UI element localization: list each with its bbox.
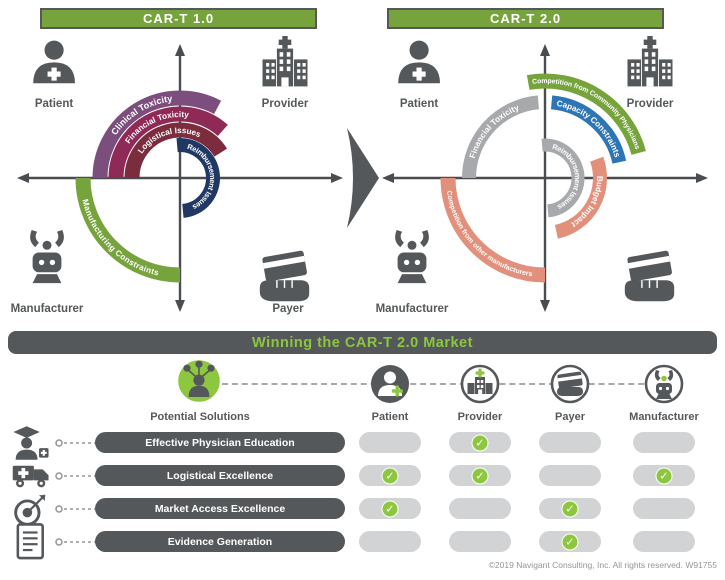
row-connector bbox=[55, 439, 96, 447]
cart2-quadrant-diagram: Competition from other manufacturers Com… bbox=[376, 36, 708, 315]
patient-label: Patient bbox=[35, 98, 74, 110]
arrow-right-icon bbox=[347, 128, 379, 228]
solution-row-label: Market Access Excellence bbox=[95, 498, 345, 519]
matrix-cell: ✓ bbox=[539, 531, 601, 552]
column-label-patient: Patient bbox=[371, 411, 409, 423]
arc-financial-toxicity bbox=[462, 95, 540, 179]
arc-budget-impact bbox=[554, 156, 607, 239]
cart2-title: CAR-T 2.0 bbox=[489, 11, 562, 26]
patient-icon bbox=[33, 40, 75, 84]
provider-label: Provider bbox=[262, 98, 309, 110]
manufacturer-column-icon bbox=[644, 364, 684, 404]
matrix-cell: ✓ bbox=[359, 465, 421, 486]
cart1-title: CAR-T 1.0 bbox=[142, 11, 215, 26]
matrix-cell bbox=[633, 531, 695, 552]
manufacturer-icon bbox=[30, 230, 64, 284]
provider-column-icon bbox=[460, 364, 500, 404]
matrix-cell bbox=[539, 432, 601, 453]
row-connector bbox=[55, 472, 96, 480]
cart2-axis-arrowheads bbox=[382, 44, 708, 312]
manufacturer-icon bbox=[395, 230, 429, 284]
arc-logistical-issues bbox=[124, 122, 228, 179]
arc-reimbursement-issues bbox=[176, 138, 220, 218]
arc-competition-community-physicians bbox=[526, 73, 646, 156]
payer-icon bbox=[624, 250, 675, 302]
arc-label: Manufacturing Constraints bbox=[81, 198, 160, 277]
payer-icon bbox=[259, 250, 310, 302]
banner-title: Winning the CAR-T 2.0 Market bbox=[252, 334, 473, 351]
check-icon: ✓ bbox=[655, 467, 673, 484]
physician-education-icon bbox=[13, 426, 49, 460]
transition-arrow bbox=[346, 126, 380, 230]
copyright-footer: ©2019 Navigant Consulting, Inc. All righ… bbox=[488, 560, 717, 570]
matrix-cell bbox=[539, 465, 601, 486]
potential-solutions-icon bbox=[175, 357, 223, 405]
matrix-cell bbox=[633, 498, 695, 519]
patient-icon bbox=[398, 40, 440, 84]
matrix-cell bbox=[449, 498, 511, 519]
matrix-cell bbox=[449, 531, 511, 552]
solution-row-label: Evidence Generation bbox=[95, 531, 345, 552]
matrix-cell bbox=[633, 432, 695, 453]
row-connector bbox=[55, 505, 96, 513]
check-icon: ✓ bbox=[471, 434, 489, 451]
market-target-icon bbox=[14, 494, 46, 526]
provider-label: Provider bbox=[627, 98, 674, 110]
provider-icon bbox=[627, 36, 673, 87]
solution-row-label: Logistical Excellence bbox=[95, 465, 345, 486]
arc-competition-other-manufacturers bbox=[440, 177, 546, 283]
cart1-quadrant-diagram: Manufacturing Constraints Clinical Toxic… bbox=[11, 36, 343, 315]
logistics-truck-icon bbox=[12, 465, 49, 488]
column-label-provider: Provider bbox=[457, 411, 503, 423]
check-icon: ✓ bbox=[561, 500, 579, 517]
evidence-document-icon bbox=[16, 523, 44, 560]
check-icon: ✓ bbox=[561, 533, 579, 550]
cart2-header: CAR-T 2.0 bbox=[387, 8, 664, 29]
check-icon: ✓ bbox=[471, 467, 489, 484]
column-label-payer: Payer bbox=[555, 411, 585, 423]
patient-column-icon bbox=[371, 365, 409, 403]
matrix-cell: ✓ bbox=[449, 465, 511, 486]
arc-manufacturing-constraints bbox=[75, 177, 181, 283]
matrix-cell: ✓ bbox=[359, 498, 421, 519]
provider-icon bbox=[262, 36, 308, 87]
cart1-header: CAR-T 1.0 bbox=[40, 8, 317, 29]
matrix-cell bbox=[359, 432, 421, 453]
solutions-connector-line bbox=[222, 383, 664, 385]
winning-banner: Winning the CAR-T 2.0 Market bbox=[8, 331, 717, 354]
manufacturer-label: Manufacturer bbox=[376, 303, 449, 315]
matrix-cell: ✓ bbox=[633, 465, 695, 486]
potential-solutions-label: Potential Solutions bbox=[150, 411, 250, 423]
payer-column-icon bbox=[550, 364, 590, 404]
matrix-cell: ✓ bbox=[539, 498, 601, 519]
column-label-manufacturer: Manufacturer bbox=[629, 411, 699, 423]
arc-capacity-constraints bbox=[550, 95, 627, 164]
payer-label: Payer bbox=[272, 303, 304, 315]
arc-clinical-toxicity bbox=[92, 90, 222, 179]
check-icon: ✓ bbox=[381, 467, 399, 484]
solution-row-label: Effective Physician Education bbox=[95, 432, 345, 453]
cart1-axis-arrowheads bbox=[17, 44, 343, 312]
patient-label: Patient bbox=[400, 98, 439, 110]
matrix-cell bbox=[359, 531, 421, 552]
check-icon: ✓ bbox=[381, 500, 399, 517]
arc-reimbursement-issues bbox=[541, 138, 585, 218]
matrix-cell: ✓ bbox=[449, 432, 511, 453]
row-connector bbox=[55, 538, 96, 546]
arc-financial-toxicity bbox=[108, 106, 228, 179]
manufacturer-label: Manufacturer bbox=[11, 303, 84, 315]
